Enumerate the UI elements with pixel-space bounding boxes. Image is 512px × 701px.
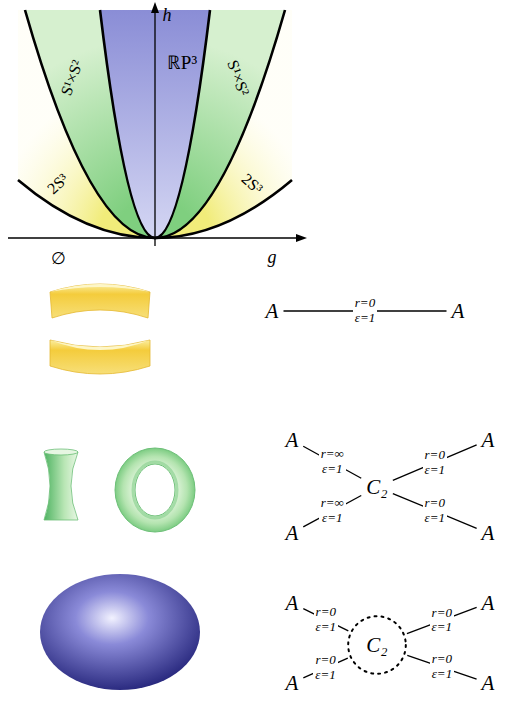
vertex-label: C₂: [366, 635, 387, 656]
axis-arrow: [151, 2, 159, 13]
edge-mark: r=0 ε=1: [353, 296, 377, 326]
edge-mark: r=0 ε=1: [423, 496, 447, 526]
axes: [8, 8, 300, 246]
vertex-label: A: [482, 593, 495, 614]
vertex-label: A: [482, 673, 495, 694]
circled-vertex: C₂: [347, 615, 407, 675]
vertex-label: A: [266, 301, 279, 322]
edge-mark: r=0 ε=1: [314, 605, 338, 635]
graph-vertex: A: [283, 521, 302, 546]
hyperboloid-end: [44, 449, 78, 455]
torus-hole-shade: [133, 462, 177, 518]
graph-edge: [303, 446, 361, 478]
vertex-label: C₂: [366, 477, 387, 498]
graph-edge: [393, 445, 477, 480]
vertex-label: A: [452, 301, 465, 322]
torus: [115, 448, 195, 532]
graph-edge: [393, 494, 477, 529]
edge-mark: r=0 ε=1: [423, 448, 447, 478]
graph-vertex: A: [283, 428, 302, 453]
vertex-label: A: [482, 523, 495, 544]
graph-vertex: A: [479, 591, 498, 616]
edge-mark: r=0 ε=1: [313, 653, 337, 683]
edge-mark: r=∞ ε=1: [319, 447, 346, 477]
vertex-label: A: [482, 430, 495, 451]
vertex-label: A: [286, 673, 299, 694]
edge-mark: r=0 ε=1: [430, 652, 454, 682]
graph-vertex: A: [479, 428, 498, 453]
slab-rim: [50, 340, 150, 350]
graph-vertex: A: [479, 671, 498, 696]
graph-edge: [303, 496, 361, 527]
axis-arrow: [296, 234, 307, 242]
vertex-label: A: [286, 593, 299, 614]
slab-rim: [50, 284, 150, 292]
graph-vertex: A: [263, 299, 282, 324]
axis-label: h: [163, 6, 172, 24]
graph-vertex: A: [283, 591, 302, 616]
graph-vertex: A: [283, 671, 302, 696]
slab: [50, 284, 150, 318]
region-label: ℝP³: [167, 53, 197, 72]
edge-mark: r=∞ ε=1: [319, 496, 346, 526]
edge-mark: r=0 ε=1: [430, 606, 454, 636]
slab: [50, 340, 150, 374]
hyperboloid: [44, 452, 78, 520]
ellipsoid: [40, 574, 200, 690]
vertex-label: A: [286, 523, 299, 544]
axis-label: g: [268, 248, 277, 266]
graph-vertex: A: [479, 521, 498, 546]
vertex-label: A: [286, 430, 299, 451]
graph-vertex: A: [449, 299, 468, 324]
empty-set-label: ∅: [51, 250, 66, 267]
graph-vertex: C₂: [363, 475, 391, 500]
